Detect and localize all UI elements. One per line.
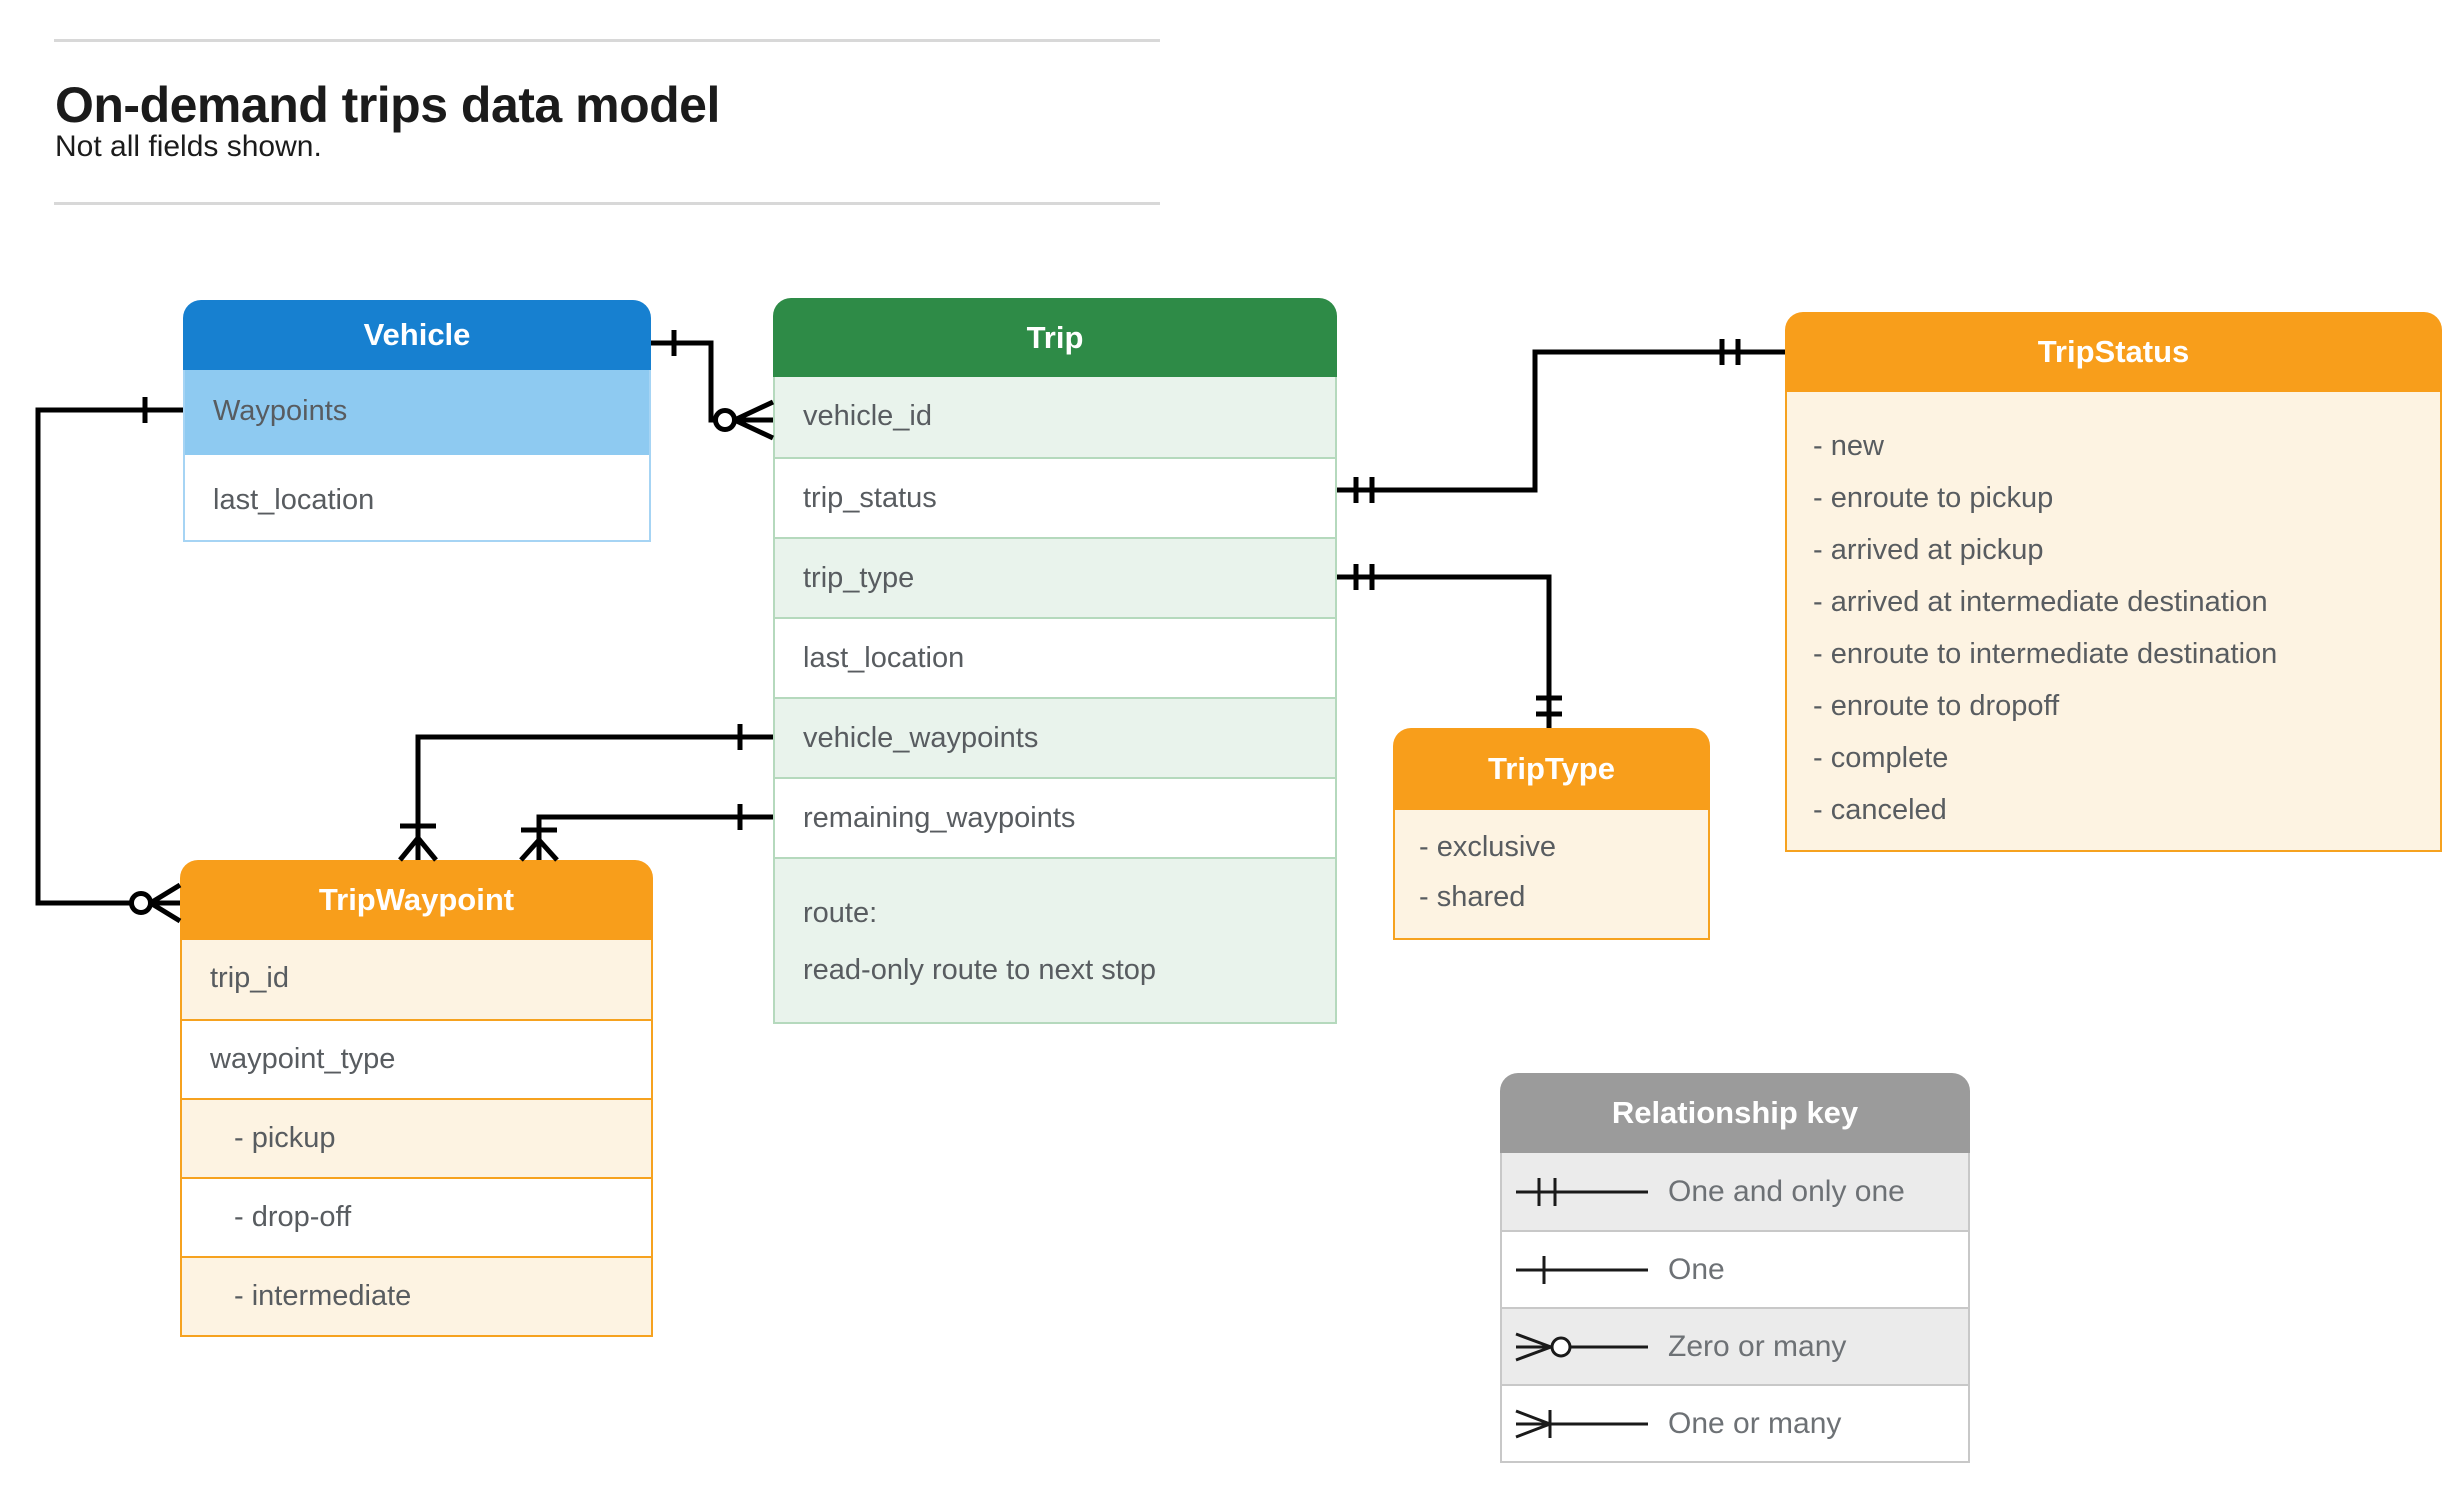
tripstatus-value-enroute-to-pickup: - enroute to pickup <box>1813 482 2054 514</box>
entity-triptype-title: TripType <box>1393 728 1710 810</box>
tripstatus-value-enroute-to-dropoff: - enroute to dropoff <box>1813 690 2060 722</box>
connector-trip-vehicle-waypoints-to-tripwaypoint <box>398 724 773 862</box>
field-trip-route-line1: route: <box>803 897 878 929</box>
legend-label: Zero or many <box>1668 1329 1847 1363</box>
field-tripwaypoint-pickup: - pickup <box>182 1098 651 1177</box>
relationship-key: Relationship key One and only one One <box>1500 1073 1970 1463</box>
field-tripwaypoint-drop-off: - drop-off <box>182 1177 651 1256</box>
tripstatus-value-complete: - complete <box>1813 742 1949 774</box>
relationship-key-title: Relationship key <box>1500 1073 1970 1153</box>
entity-tripwaypoint-title: TripWaypoint <box>180 860 653 940</box>
legend-label: One and only one <box>1668 1174 1905 1208</box>
connector-trip-remaining-waypoints-to-tripwaypoint <box>519 804 773 862</box>
one-icon <box>1516 1255 1648 1284</box>
field-trip-type: trip_type <box>775 537 1335 617</box>
connector-trip-to-tripstatus <box>1337 339 1785 503</box>
legend-row-one-or-many: One or many <box>1502 1384 1968 1461</box>
top-divider <box>54 39 1160 42</box>
one-or-many-icon <box>1515 1409 1648 1438</box>
entity-vehicle: Vehicle Waypoints last_location <box>183 300 651 542</box>
entity-trip: Trip vehicle_id trip_status trip_type la… <box>773 298 1337 1024</box>
page-title: On-demand trips data model <box>55 77 720 133</box>
field-trip-remaining-waypoints: remaining_waypoints <box>775 777 1335 857</box>
field-vehicle-last-location: last_location <box>185 455 649 540</box>
entity-vehicle-title: Vehicle <box>183 300 651 370</box>
field-vehicle-waypoints: Waypoints <box>185 370 649 455</box>
tripstatus-value-canceled: - canceled <box>1813 794 1947 826</box>
field-trip-vehicle-id: vehicle_id <box>775 377 1335 457</box>
tripstatus-value-arrived-at-pickup: - arrived at pickup <box>1813 534 2044 566</box>
page-subtitle: Not all fields shown. <box>55 130 322 163</box>
entity-tripwaypoint: TripWaypoint trip_id waypoint_type - pic… <box>180 860 653 1337</box>
legend-row-zero-or-many: Zero or many <box>1502 1307 1968 1384</box>
field-trip-route: route: read-only route to next stop <box>775 857 1335 1022</box>
connector-vehicle-to-trip <box>651 330 775 441</box>
legend-row-one: One <box>1502 1230 1968 1307</box>
triptype-value-shared: - shared <box>1419 881 1526 913</box>
legend-label: One or many <box>1668 1406 1842 1440</box>
one-and-only-one-icon <box>1516 1177 1648 1206</box>
field-trip-status: trip_status <box>775 457 1335 537</box>
tripstatus-value-new: - new <box>1813 430 1884 462</box>
field-trip-last-location: last_location <box>775 617 1335 697</box>
entity-tripstatus: TripStatus - new - enroute to pickup - a… <box>1785 312 2442 852</box>
entity-trip-title: Trip <box>773 298 1337 377</box>
zero-or-many-icon <box>1515 1332 1648 1361</box>
field-trip-vehicle-waypoints: vehicle_waypoints <box>775 697 1335 777</box>
tripstatus-value-enroute-to-intermediate-destination: - enroute to intermediate destination <box>1813 638 2278 670</box>
entity-tripstatus-title: TripStatus <box>1785 312 2442 392</box>
triptype-value-exclusive: - exclusive <box>1419 831 1556 863</box>
field-tripwaypoint-waypoint-type: waypoint_type <box>182 1019 651 1098</box>
field-trip-route-line2: read-only route to next stop <box>803 954 1157 986</box>
connector-trip-to-triptype <box>1337 564 1562 728</box>
connector-vehicle-waypoints-to-tripwaypoint <box>35 397 183 924</box>
entity-triptype: TripType - exclusive - shared <box>1393 728 1710 940</box>
legend-label: One <box>1668 1252 1725 1286</box>
legend-row-one-and-only-one: One and only one <box>1502 1153 1968 1230</box>
tripstatus-value-arrived-at-intermediate-destination: - arrived at intermediate destination <box>1813 586 2268 618</box>
field-tripwaypoint-trip-id: trip_id <box>182 940 651 1019</box>
heading-divider <box>54 202 1160 205</box>
field-tripwaypoint-intermediate: - intermediate <box>182 1256 651 1335</box>
